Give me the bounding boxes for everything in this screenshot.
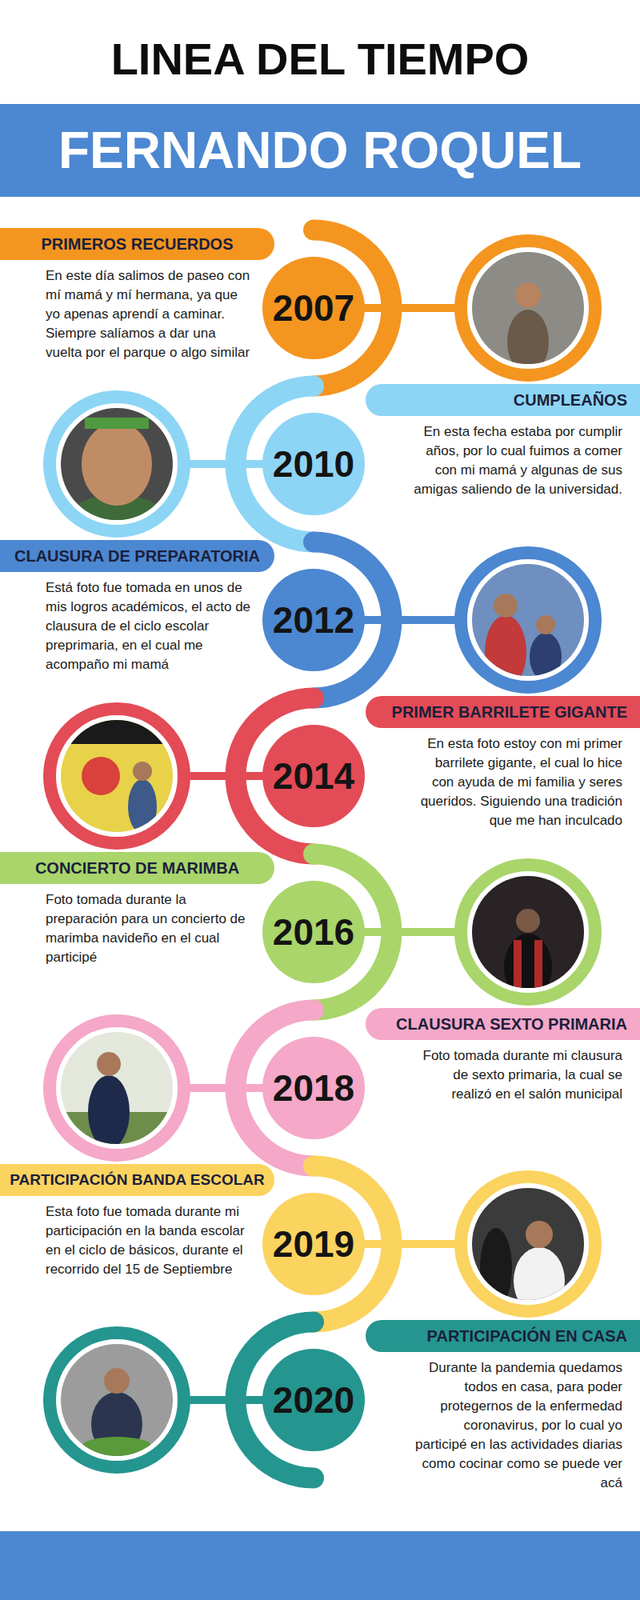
heading-tab: PRIMEROS RECUERDOS	[0, 228, 275, 260]
photo-figure	[484, 615, 527, 689]
year-circle: 2007	[262, 256, 365, 360]
photo-figure	[534, 940, 543, 988]
year-label: 2019	[272, 1222, 355, 1266]
photo	[60, 720, 173, 834]
event-entry: CONCIERTO DE MARIMBA Foto tomada durante …	[0, 852, 275, 968]
event-entry: PARTICIPACIÓN EN CASA Durante la pandemia…	[365, 1320, 640, 1493]
name-band: FERNANDO ROQUEL	[0, 104, 640, 197]
photo-figure	[480, 1228, 512, 1308]
photo-background	[60, 408, 173, 520]
event-description: En este día salimos de paseo con mí mamá…	[45, 266, 256, 363]
year-label: 2018	[272, 1066, 355, 1110]
event-description: En esta fecha estaba por cumplir años, p…	[410, 422, 623, 500]
event-entry: CLAUSURA SEXTO PRIMARIA Foto tomada duran…	[365, 1008, 640, 1104]
band-title: FERNANDO ROQUEL	[58, 120, 582, 181]
heading-tab: PARTICIPACIÓN BANDA ESCOLAR	[0, 1164, 275, 1196]
photo-figure	[132, 761, 152, 781]
event-entry: PRIMER BARRILETE GIGANTE En esta foto est…	[365, 696, 640, 831]
footer-band	[0, 1531, 640, 1600]
photo-figure	[493, 593, 518, 618]
event-entry: CLAUSURA DE PREPARATORIA Está foto fue to…	[0, 540, 275, 675]
photo-figure	[529, 632, 562, 681]
heading-tab: CUMPLEAÑOS	[365, 384, 640, 416]
year-label: 2010	[272, 442, 355, 486]
photo-figure	[84, 417, 149, 429]
photo-figure	[81, 1436, 152, 1456]
photo-figure	[513, 1247, 565, 1315]
year-label: 2007	[272, 286, 355, 330]
event-entry: CUMPLEAÑOS En esta fecha estaba por cumpl…	[365, 384, 640, 500]
photo-ring	[460, 240, 596, 376]
photo-ring	[49, 1020, 184, 1156]
year-circle: 2019	[262, 1192, 365, 1296]
event-heading: CLAUSURA DE PREPARATORIA	[14, 540, 260, 572]
event-description: Durante la pandemia quedamos todos en ca…	[410, 1358, 623, 1493]
photo-ring	[49, 1332, 184, 1468]
photo-ring	[460, 552, 596, 688]
photo-figure	[515, 282, 541, 308]
event-description: En esta foto estoy con mi primer barrile…	[410, 734, 623, 831]
heading-tab: CLAUSURA SEXTO PRIMARIA	[365, 1008, 640, 1040]
event-description: Esta foto fue tomada durante mi particip…	[45, 1202, 256, 1280]
photo	[60, 1344, 173, 1456]
photo	[472, 564, 584, 689]
year-label: 2014	[272, 754, 355, 798]
event-description: Foto tomada durante la preparación para …	[45, 890, 256, 968]
event-heading: CLAUSURA SEXTO PRIMARIA	[396, 1008, 628, 1040]
year-circle: 2010	[262, 412, 365, 516]
event-entry: PARTICIPACIÓN BANDA ESCOLAR Esta foto fue…	[0, 1164, 275, 1280]
photo-figure	[516, 908, 540, 933]
photo	[60, 408, 173, 543]
photo-figure	[504, 933, 552, 1001]
event-heading: PARTICIPACIÓN BANDA ESCOLAR	[9, 1164, 264, 1196]
photo-figure	[513, 940, 522, 988]
photo-background	[60, 1344, 173, 1456]
photo-ring	[49, 708, 184, 844]
event-heading: CONCIERTO DE MARIMBA	[35, 852, 240, 884]
event-heading: PRIMEROS RECUERDOS	[40, 228, 233, 260]
year-label: 2012	[272, 598, 355, 642]
photo-figure	[104, 1368, 130, 1394]
event-entry: PRIMEROS RECUERDOS En este día salimos de…	[0, 228, 275, 363]
event-description: Está foto fue tomada en unos de mis logr…	[45, 578, 256, 675]
event-description: Foto tomada durante mi clausura de sexto…	[410, 1046, 623, 1104]
year-label: 2016	[272, 910, 355, 954]
photo-figure	[88, 1075, 130, 1149]
photo-figure	[96, 1052, 121, 1076]
page-title: LINEA DEL TIEMPO	[0, 32, 640, 87]
heading-tab: CONCIERTO DE MARIMBA	[0, 852, 275, 884]
photo-figure	[507, 309, 549, 374]
year-circle: 2012	[262, 568, 365, 672]
year-circle: 2018	[262, 1036, 365, 1140]
year-circle: 2014	[262, 724, 365, 828]
photo	[472, 876, 584, 1001]
event-heading: CUMPLEAÑOS	[513, 384, 628, 416]
photo-figure	[128, 779, 157, 834]
heading-tab: CLAUSURA DE PREPARATORIA	[0, 540, 275, 572]
year-circle: 2016	[262, 880, 365, 984]
photo-figure	[536, 615, 556, 635]
event-heading: PRIMER BARRILETE GIGANTE	[392, 696, 628, 728]
photo-figure	[525, 1220, 553, 1248]
year-circle: 2020	[262, 1348, 365, 1452]
photo-figure	[81, 422, 152, 506]
photo	[472, 252, 584, 374]
year-label: 2020	[272, 1378, 355, 1422]
event-heading: PARTICIPACIÓN EN CASA	[427, 1320, 628, 1352]
photo	[60, 1032, 173, 1149]
heading-tab: PARTICIPACIÓN EN CASA	[365, 1320, 640, 1352]
photo	[472, 1188, 584, 1315]
photo-figure	[81, 756, 120, 796]
heading-tab: PRIMER BARRILETE GIGANTE	[365, 696, 640, 728]
photo-background	[60, 720, 173, 744]
